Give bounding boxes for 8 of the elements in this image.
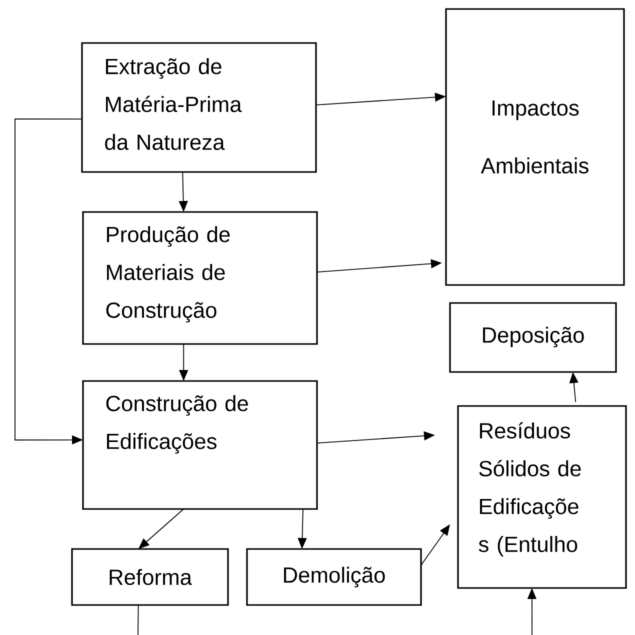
process-box: Produção de Materiais de Construção — [82, 211, 318, 345]
process-box: Extração de Matéria-Prima da Natureza — [81, 42, 317, 173]
process-box: Resíduos Sólidos de Edificaçõe s (Entulho — [457, 405, 627, 589]
process-box: Demolição — [246, 548, 422, 606]
process-box: Construção de Edificações — [82, 380, 318, 510]
process-box: Reforma — [71, 548, 229, 606]
process-box: Deposição — [449, 302, 617, 373]
process-box: Impactos Ambientais — [445, 8, 625, 286]
